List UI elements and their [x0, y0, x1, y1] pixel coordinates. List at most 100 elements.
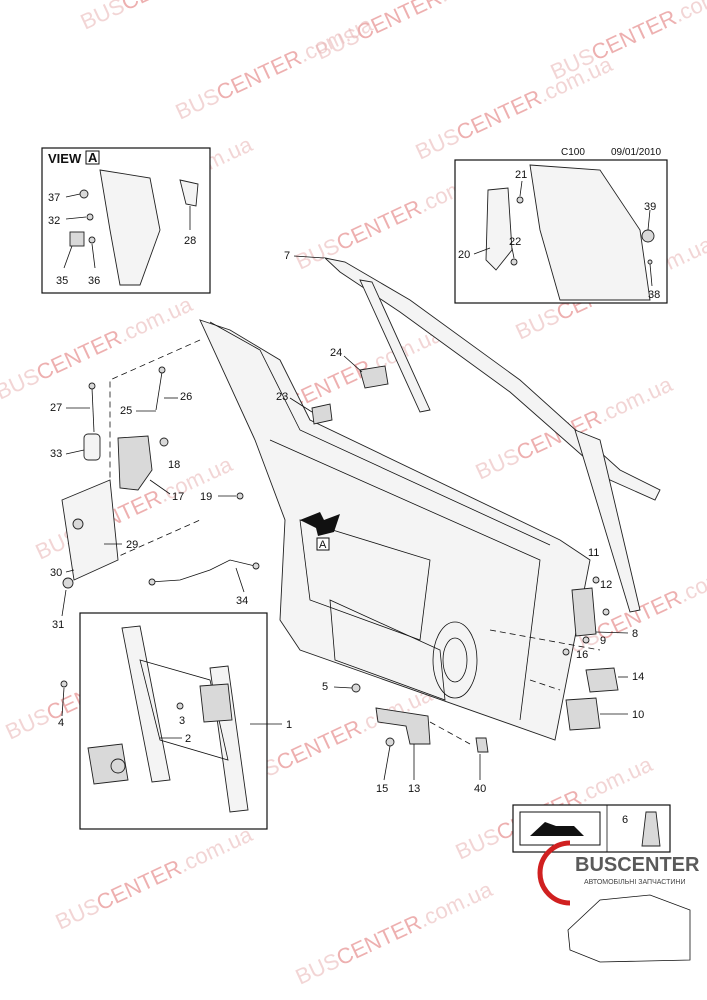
rear-guide-strip: [574, 429, 641, 613]
regulator-inset: [60, 612, 268, 830]
part-34-cable: [149, 559, 256, 583]
part-12-bolt: [602, 608, 610, 616]
view-a-bracket: [179, 179, 199, 207]
watermark-text: BUSCENTER.com.ua: [0, 291, 197, 404]
callout-3: 3: [179, 715, 185, 727]
detail-inset: [454, 159, 668, 304]
callout-11: 11: [588, 547, 599, 559]
callout-12: 12: [600, 579, 612, 591]
callout-10: 10: [632, 709, 644, 721]
view-arrow-a: [300, 512, 340, 536]
detail-bracket-20: [485, 187, 513, 271]
callout-40: 40: [474, 783, 486, 795]
part-24-bracket: [359, 365, 389, 389]
part-26-rod-end: [158, 366, 166, 374]
detail-screw-21: [516, 196, 524, 204]
door-assembly: A: [199, 257, 661, 741]
callout-31: 31: [52, 619, 64, 631]
brand-c-icon: [537, 840, 571, 906]
callout-20: 20: [458, 249, 470, 261]
part-19-screw: [236, 492, 244, 500]
part-regulator-pulley: [199, 683, 233, 723]
brand-bus-sketch: [567, 894, 691, 963]
part-16-bolt: [562, 648, 570, 656]
detail-door-section: [529, 164, 651, 301]
part-40-clip: [475, 737, 489, 753]
detail-plug-39: [641, 229, 655, 243]
callout-17: 17: [172, 491, 184, 503]
callout-38: 38: [648, 289, 660, 301]
callout-6: 6: [622, 814, 628, 826]
callout-5: 5: [322, 681, 328, 693]
part-9-bolt: [582, 636, 590, 644]
part-2-rail-front: [121, 625, 171, 783]
watermark-text: BUSCENTER.com.ua: [292, 876, 497, 989]
arrow-marker: A: [319, 539, 327, 551]
callout-13: 13: [408, 783, 420, 795]
view-a-screw-32: [86, 213, 94, 221]
callout-14: 14: [632, 671, 644, 683]
part-14-striker-plate: [585, 667, 619, 693]
part-33-grommet: [83, 433, 101, 461]
part-regulator-motor: [87, 743, 129, 785]
part-4-screw: [60, 680, 68, 688]
part-29-shield: [61, 479, 119, 581]
brand-tagline: АВТОМОБІЛЬНІ ЗАПЧАСТИНИ: [584, 879, 685, 886]
part-11-bolt: [592, 576, 600, 584]
callout-32: 32: [48, 215, 60, 227]
grease-tube-icon: [641, 811, 661, 847]
brand-name: BUSCENTER: [575, 854, 700, 876]
view-a-marker-box: [85, 150, 100, 165]
window-channel-7: [323, 257, 661, 501]
callout-4: 4: [58, 717, 64, 729]
view-a-latch-35: [69, 231, 85, 247]
callout-26: 26: [180, 391, 192, 403]
callout-19: 19: [200, 491, 212, 503]
view-a-screw-36: [88, 236, 96, 244]
watermark-text: BUSCENTER.com.ua: [52, 821, 257, 934]
callout-29: 29: [126, 539, 138, 551]
callout-9: 9: [600, 635, 606, 647]
callout-15: 15: [376, 783, 388, 795]
callout-16: 16: [576, 649, 588, 661]
arrow-marker-box: [316, 537, 330, 551]
part-23-clip: [311, 403, 333, 425]
callout-7: 7: [284, 250, 290, 262]
callout-layer: 1 2 3 4 5 6 7 8 9 10 11 12 13 14 15 16 1…: [48, 169, 660, 826]
view-a-title: VIEW: [48, 151, 82, 166]
callout-34: 34: [236, 595, 248, 607]
part-5-plug: [351, 683, 361, 693]
view-a-door-pillar: [99, 169, 161, 286]
callout-24: 24: [330, 347, 342, 359]
part-10-lower-hinge: [565, 697, 601, 731]
part-13-check-strap: [375, 707, 431, 745]
callout-23: 23: [276, 391, 288, 403]
part-17-latch: [117, 435, 153, 491]
callout-27: 27: [50, 402, 62, 414]
part-18-clip: [159, 437, 169, 447]
watermark-text: BUSCENTER.com.ua: [77, 0, 282, 35]
callout-22: 22: [509, 236, 521, 248]
service-box: [512, 804, 671, 853]
detail-screw-22: [510, 258, 518, 266]
callout-37: 37: [48, 192, 60, 204]
latch-area: [61, 339, 260, 589]
part-15-bolt: [385, 737, 395, 747]
part-shield-hole: [72, 518, 84, 530]
hinge-area: [489, 576, 619, 731]
tool-icon: [530, 822, 584, 836]
diagram-code: C100: [561, 147, 585, 158]
part-27-rod-end: [88, 382, 96, 390]
view-a-clip-37: [79, 189, 89, 199]
callout-30: 30: [50, 567, 62, 579]
callout-33: 33: [50, 448, 62, 460]
watermark-text: BUSCENTER.com.ua: [412, 51, 617, 164]
brand-logo: BUSCENTER АВТОМОБІЛЬНІ ЗАПЧАСТИНИ: [537, 840, 700, 963]
callout-28: 28: [184, 235, 196, 247]
view-a-inset: VIEW A: [41, 147, 211, 294]
part-31-cap: [62, 577, 74, 589]
callout-39: 39: [644, 201, 656, 213]
callout-1: 1: [286, 719, 292, 731]
callout-18: 18: [168, 459, 180, 471]
